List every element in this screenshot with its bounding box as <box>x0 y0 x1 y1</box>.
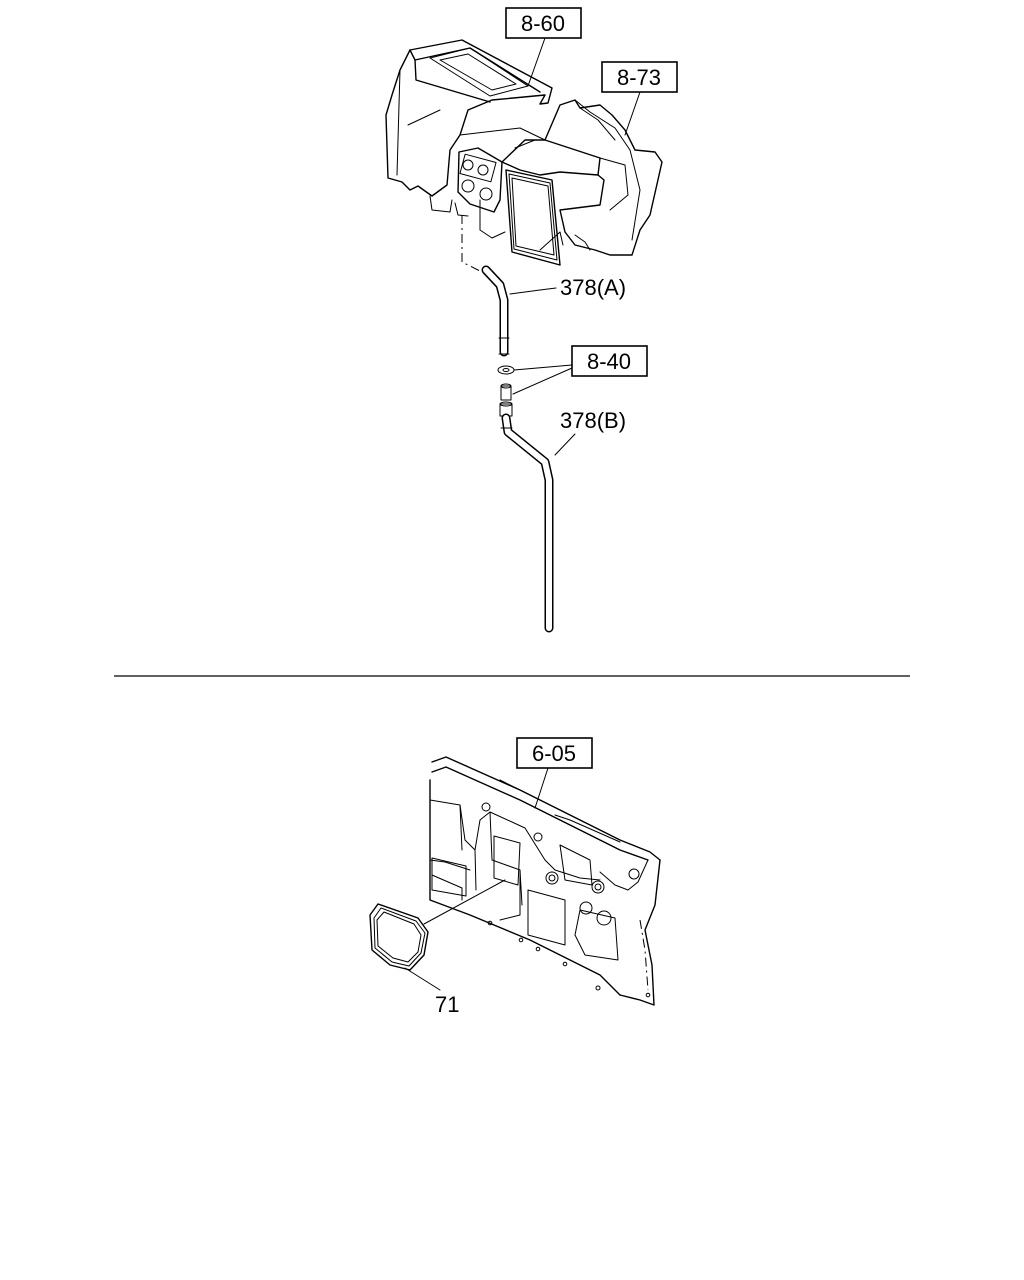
ref-box-8-73[interactable]: 8-73 <box>601 61 678 93</box>
seal-71 <box>369 903 429 971</box>
ref-label-8-73: 8-73 <box>617 65 661 90</box>
ref-label-8-40: 8-40 <box>587 349 631 374</box>
leader-378a <box>509 287 557 295</box>
ref-label-6-05: 6-05 <box>532 741 576 766</box>
part-label-378a[interactable]: 378(A) <box>560 275 626 300</box>
part-label-378b[interactable]: 378(B) <box>560 408 626 433</box>
leader-378b <box>554 433 576 456</box>
hose-378b <box>500 413 554 633</box>
hose-378a <box>481 265 510 357</box>
fitting-parts <box>497 365 515 417</box>
alignment-line <box>461 215 483 273</box>
leader-8-60 <box>527 37 546 87</box>
leader-8-40-a <box>513 364 573 371</box>
ref-label-8-60: 8-60 <box>521 11 565 36</box>
heater-unit-drawing <box>385 39 663 266</box>
leader-8-73 <box>624 91 641 136</box>
leader-6-05 <box>534 767 549 809</box>
dash-panel-drawing <box>429 756 661 1006</box>
leader-8-40-b <box>512 367 573 395</box>
ref-box-8-60[interactable]: 8-60 <box>505 7 582 39</box>
ref-box-8-40[interactable]: 8-40 <box>571 345 648 377</box>
leader-71 <box>404 967 441 991</box>
ref-box-6-05[interactable]: 6-05 <box>516 737 593 769</box>
leader-71-to-panel <box>423 879 506 925</box>
part-label-71[interactable]: 71 <box>435 992 459 1017</box>
